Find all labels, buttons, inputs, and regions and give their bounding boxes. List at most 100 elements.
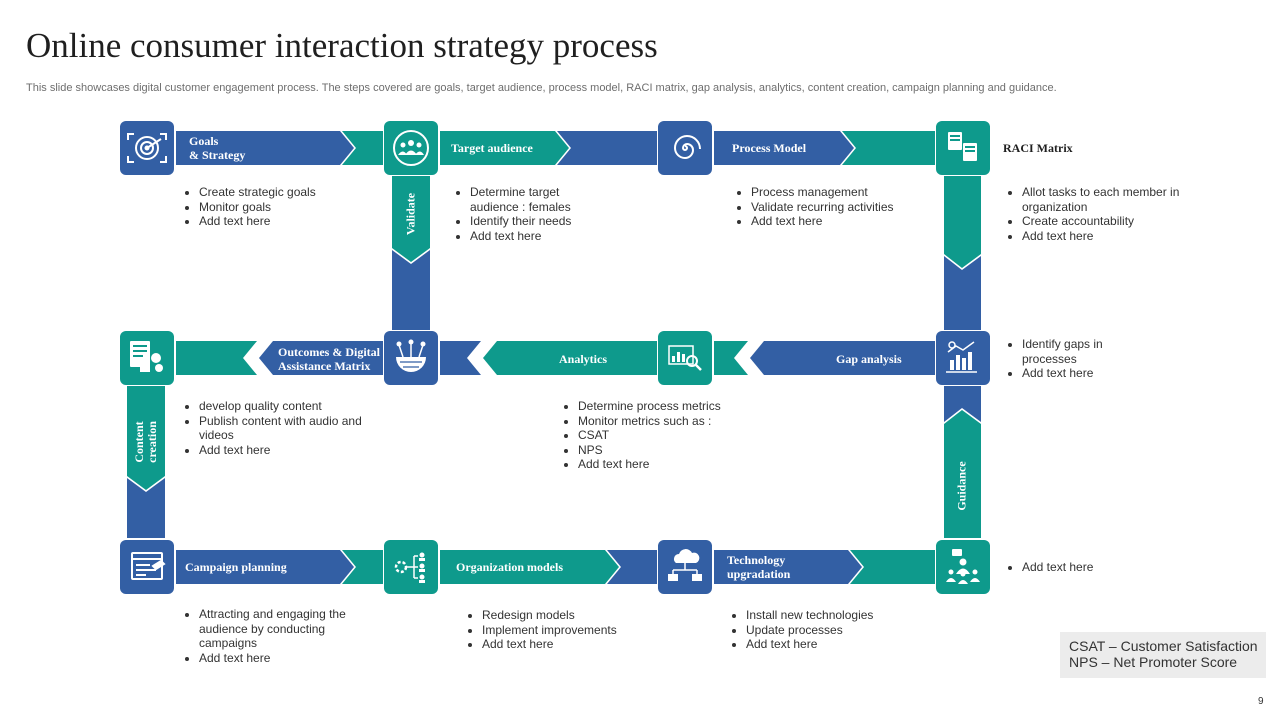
arrow-org-tail xyxy=(607,550,657,584)
list-item: Add text here xyxy=(1022,560,1162,575)
magnifier-chart-icon xyxy=(668,345,702,371)
arrow-validate xyxy=(392,176,430,262)
page-number: 9 xyxy=(1258,696,1264,707)
analytics-title: Analytics xyxy=(559,352,607,366)
gap-title: Gap analysis xyxy=(836,352,902,366)
campaign-title: Campaign planning xyxy=(185,560,287,574)
list-item: Determine process metrics xyxy=(578,399,778,414)
gap-bullets: Identify gaps in processes Add text here xyxy=(1002,337,1132,381)
arrow-goals xyxy=(176,131,354,165)
org-bullets: Redesign models Implement improvements A… xyxy=(462,608,662,652)
arrow-content xyxy=(127,386,165,490)
arrow-validate-tail xyxy=(392,250,430,330)
node-raci[interactable] xyxy=(936,121,990,175)
node-analytics[interactable] xyxy=(658,331,712,385)
goals-title: Goals & Strategy xyxy=(189,134,245,162)
list-item: Allot tasks to each member in organizati… xyxy=(1022,185,1207,214)
arrow-analytics-tail xyxy=(440,341,481,375)
list-item: Install new technologies xyxy=(746,608,926,623)
arrow-guidance xyxy=(944,410,981,538)
list-item: NPS xyxy=(578,443,778,458)
list-item: Add text here xyxy=(746,637,926,652)
list-item: Add text here xyxy=(751,214,951,229)
arrow-analytics xyxy=(483,341,657,375)
target-title: Target audience xyxy=(451,141,533,155)
tech-title-line-1: Technology xyxy=(727,553,786,567)
goals-title-line-2: & Strategy xyxy=(189,148,246,162)
validate-label: Validate xyxy=(403,192,418,236)
tech-title: Technology upgradation xyxy=(727,553,790,581)
arrow-org xyxy=(440,550,619,584)
list-item: Create accountability xyxy=(1022,214,1207,229)
node-guidance[interactable] xyxy=(936,540,990,594)
list-item: Identify their needs xyxy=(470,214,580,229)
node-goals[interactable] xyxy=(120,121,174,175)
connector-layer xyxy=(127,131,981,584)
arrow-raci-down xyxy=(944,176,981,268)
content-bullets: develop quality content Publish content … xyxy=(179,399,394,457)
arrow-gap xyxy=(750,341,935,375)
legend-nps: NPS – Net Promoter Score xyxy=(1069,654,1238,670)
arrow-campaign-tail xyxy=(342,550,383,584)
node-org[interactable] xyxy=(384,540,438,594)
list-item: Validate recurring activities xyxy=(751,200,951,215)
arrow-outcomes xyxy=(259,341,383,375)
node-process[interactable] xyxy=(658,121,712,175)
list-item: Redesign models xyxy=(482,608,662,623)
node-tech[interactable] xyxy=(658,540,712,594)
spiral-icon xyxy=(673,134,701,160)
list-item: Add text here xyxy=(578,457,778,472)
browser-window-icon xyxy=(131,552,166,580)
content-label-line-2: creation xyxy=(145,421,159,463)
arrow-process xyxy=(714,131,854,165)
analytics-bullets: Determine process metrics Monitor metric… xyxy=(558,399,778,472)
arrow-campaign xyxy=(176,550,354,584)
list-item: Add text here xyxy=(1022,366,1132,381)
list-item: Add text here xyxy=(482,637,662,652)
arrow-tech-tail xyxy=(850,550,935,584)
list-item: Add text here xyxy=(199,214,379,229)
arrow-tech xyxy=(714,550,862,584)
raci-bullets: Allot tasks to each member in organizati… xyxy=(1002,185,1207,243)
page-title: Online consumer interaction strategy pro… xyxy=(26,26,658,65)
arrow-content-tail xyxy=(127,478,165,538)
tech-bullets: Install new technologies Update processe… xyxy=(726,608,926,652)
process-bullets: Process management Validate recurring ac… xyxy=(731,185,951,229)
content-icon xyxy=(130,341,163,372)
outcomes-title: Outcomes & Digital Assistance Matrix xyxy=(278,345,380,373)
abbreviation-legend: CSAT – Customer Satisfaction NPS – Net P… xyxy=(1060,632,1266,678)
list-item: Update processes xyxy=(746,623,926,638)
raci-title: RACI Matrix xyxy=(1003,141,1073,155)
arrow-outcomes-tail xyxy=(176,341,257,375)
node-outcomes[interactable] xyxy=(384,331,438,385)
list-item: Attracting and engaging the audience by … xyxy=(199,607,369,651)
page-subtitle: This slide showcases digital customer en… xyxy=(26,82,1057,94)
node-gap[interactable] xyxy=(936,331,990,385)
goals-title-line-1: Goals xyxy=(189,134,219,148)
arrow-target xyxy=(440,131,569,165)
arrow-goals-tail xyxy=(342,131,383,165)
goals-bullets: Create strategic goals Monitor goals Add… xyxy=(179,185,379,229)
target-icon xyxy=(127,133,167,163)
org-title: Organization models xyxy=(456,560,563,574)
list-item: Add text here xyxy=(470,229,580,244)
list-item: develop quality content xyxy=(199,399,394,414)
list-item: Add text here xyxy=(199,651,369,666)
target-bullets: Determine target audience : females Iden… xyxy=(450,185,580,243)
process-title: Process Model xyxy=(732,141,807,155)
guidance-bullets: Add text here xyxy=(1002,560,1162,575)
outcomes-title-line-2: Assistance Matrix xyxy=(278,359,371,373)
arrow-guidance-tail xyxy=(944,386,981,422)
list-item: Add text here xyxy=(1022,229,1207,244)
arrow-target-tail xyxy=(557,131,657,165)
node-target[interactable] xyxy=(384,121,438,175)
arrow-process-tail xyxy=(842,131,935,165)
list-item: Determine target audience : females xyxy=(470,185,580,214)
presenter-team-icon xyxy=(946,549,980,584)
node-campaign[interactable] xyxy=(120,540,174,594)
arrow-gap-tail xyxy=(714,341,748,375)
node-content[interactable] xyxy=(120,331,174,385)
chart-analysis-icon xyxy=(946,341,977,373)
list-item: CSAT xyxy=(578,428,778,443)
